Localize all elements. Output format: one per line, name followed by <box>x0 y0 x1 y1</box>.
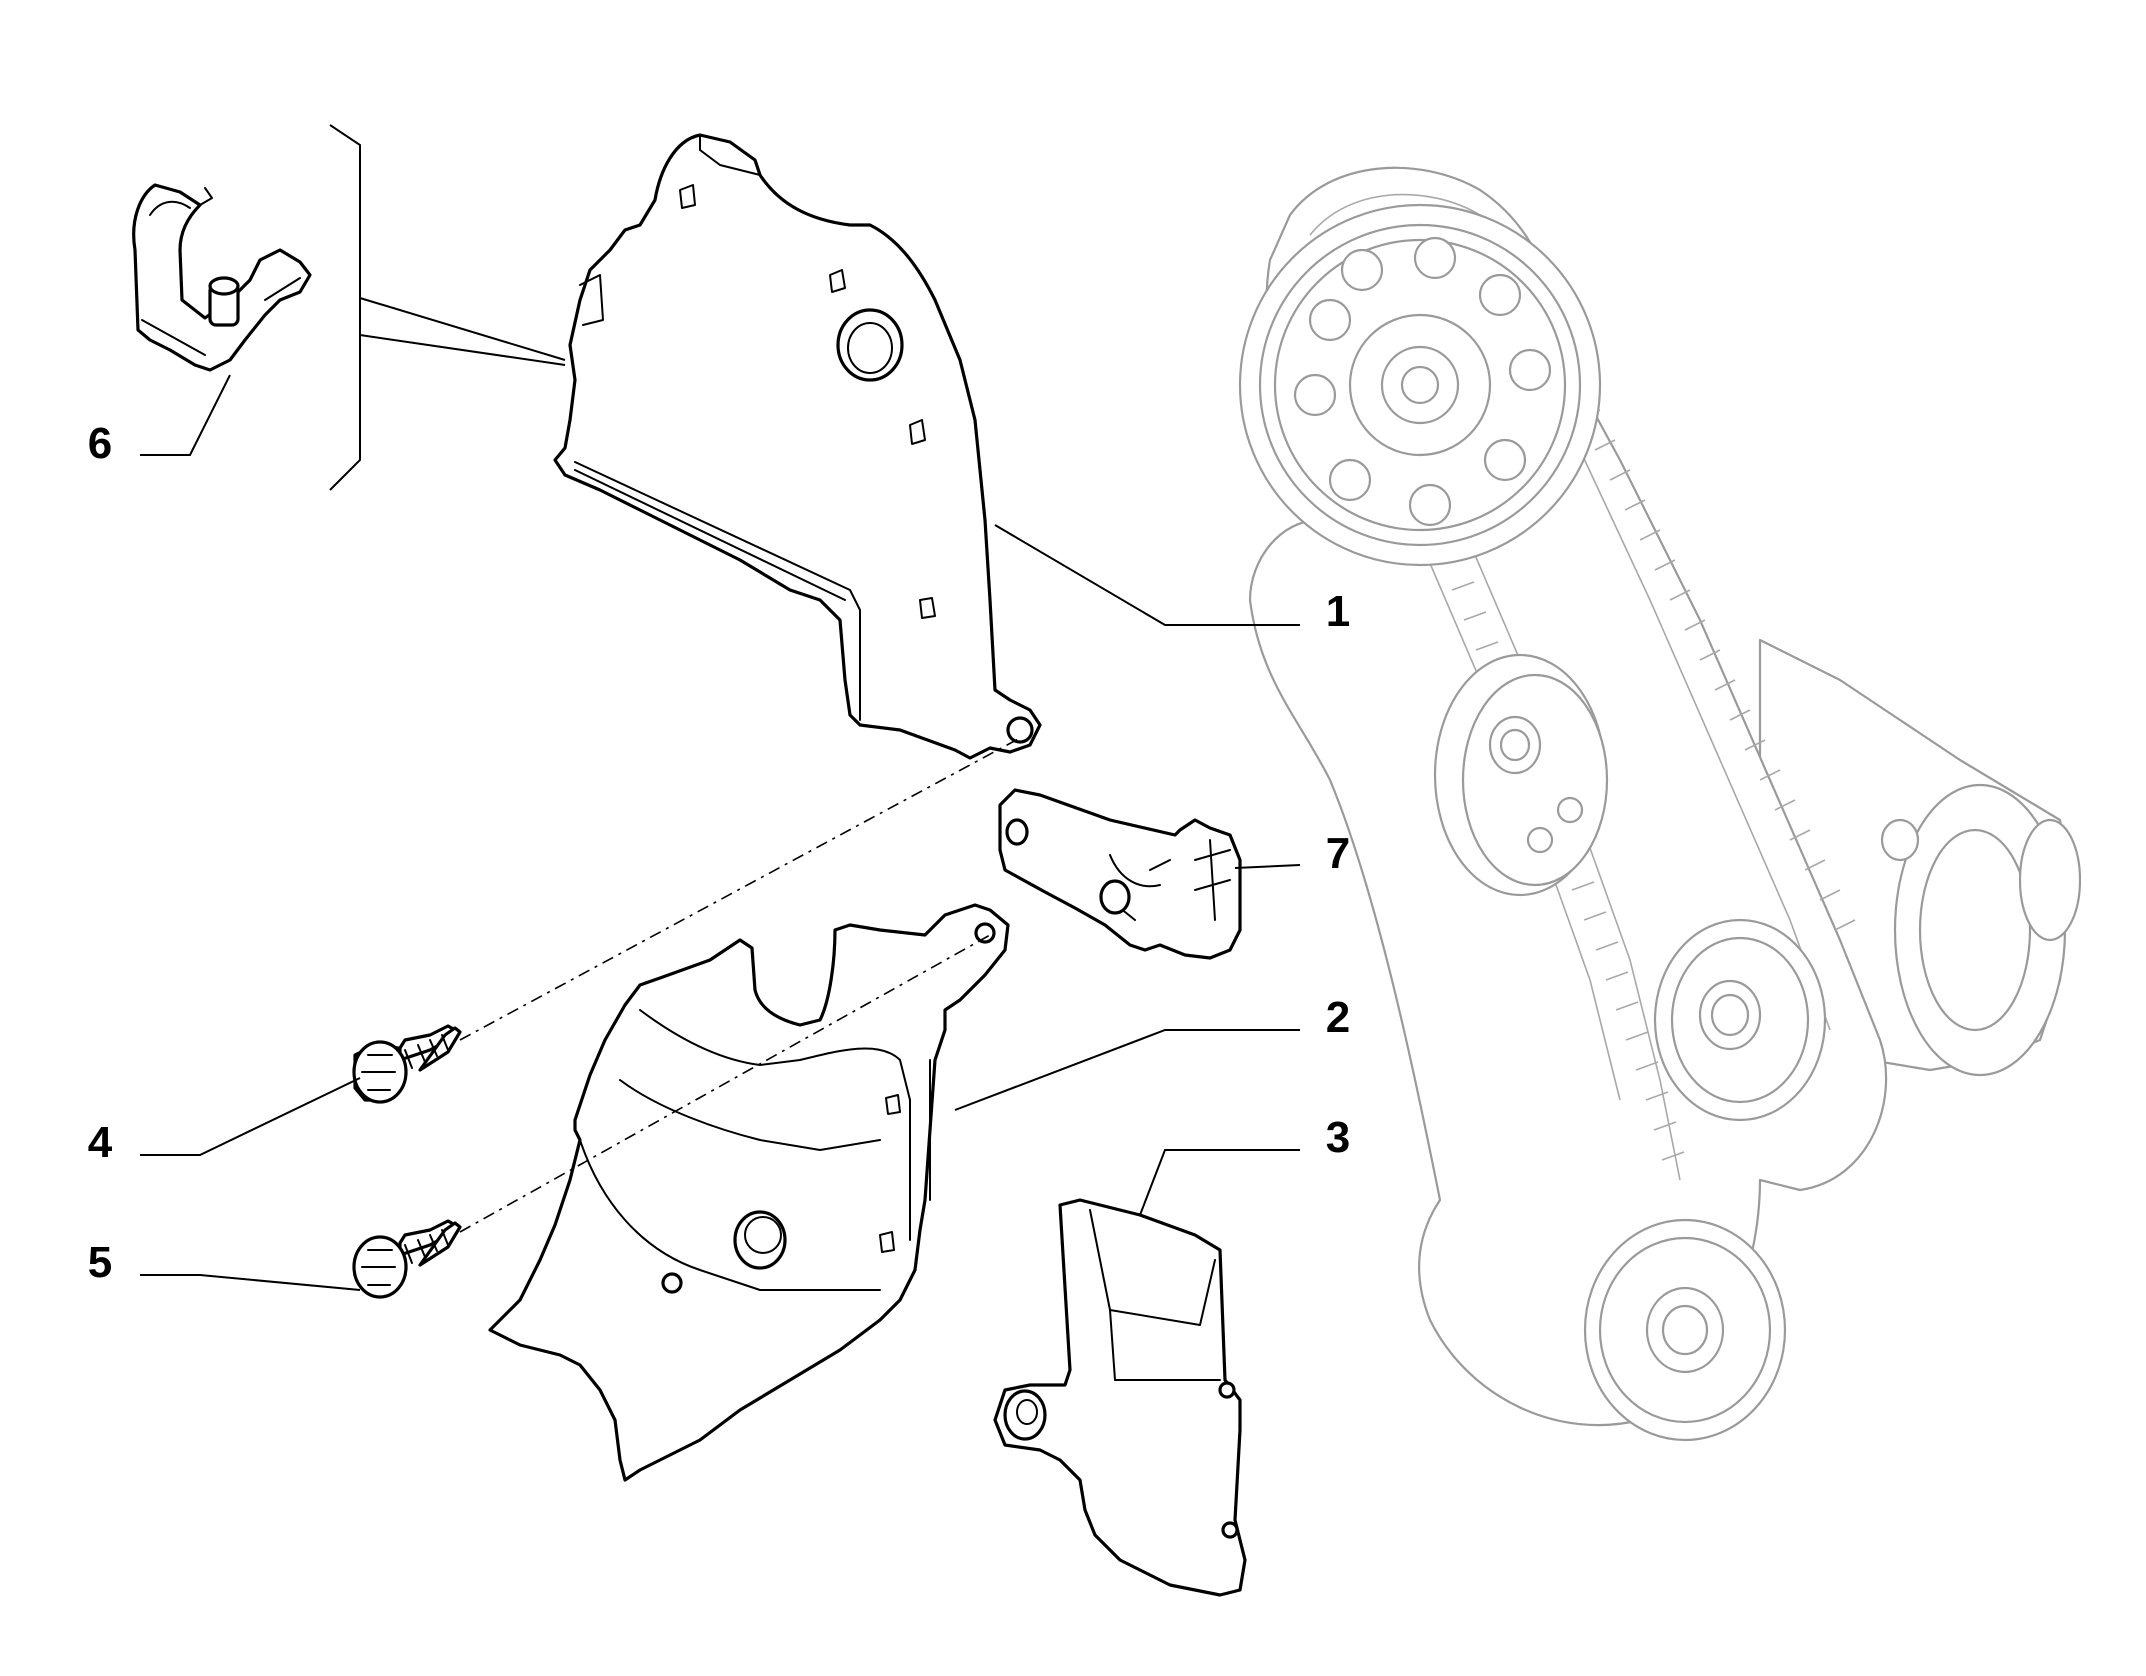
leader-5 <box>140 1274 361 1291</box>
part-1-upper-cover <box>553 133 1042 760</box>
callout-2: 2 <box>1326 993 1350 1042</box>
callout-4: 4 <box>88 1118 113 1167</box>
callout-6: 6 <box>88 419 112 468</box>
callout-1: 1 <box>1326 587 1350 636</box>
leader-6 <box>140 374 231 456</box>
alignment-line-bolt-5 <box>459 934 991 1233</box>
bracket-6 <box>329 124 361 491</box>
part-6-clip <box>132 183 312 372</box>
callout-5: 5 <box>88 1238 112 1287</box>
part-2-lower-cover <box>488 903 1010 1482</box>
timing-belt-assembly <box>1238 166 2082 1442</box>
leader-3 <box>1139 1149 1300 1216</box>
part-3-cover-plate <box>993 1198 1247 1597</box>
leader-1 <box>994 524 1300 626</box>
part-4-bolt <box>352 1024 462 1104</box>
leader-4 <box>140 1077 361 1156</box>
leader-2 <box>954 1029 1300 1111</box>
callout-3: 3 <box>1326 1113 1350 1162</box>
leader-7 <box>1234 864 1301 869</box>
part-7-bracket <box>998 788 1242 960</box>
callout-7: 7 <box>1326 829 1350 878</box>
bracket-6-lines <box>359 297 566 366</box>
part-5-bolt <box>352 1219 462 1299</box>
